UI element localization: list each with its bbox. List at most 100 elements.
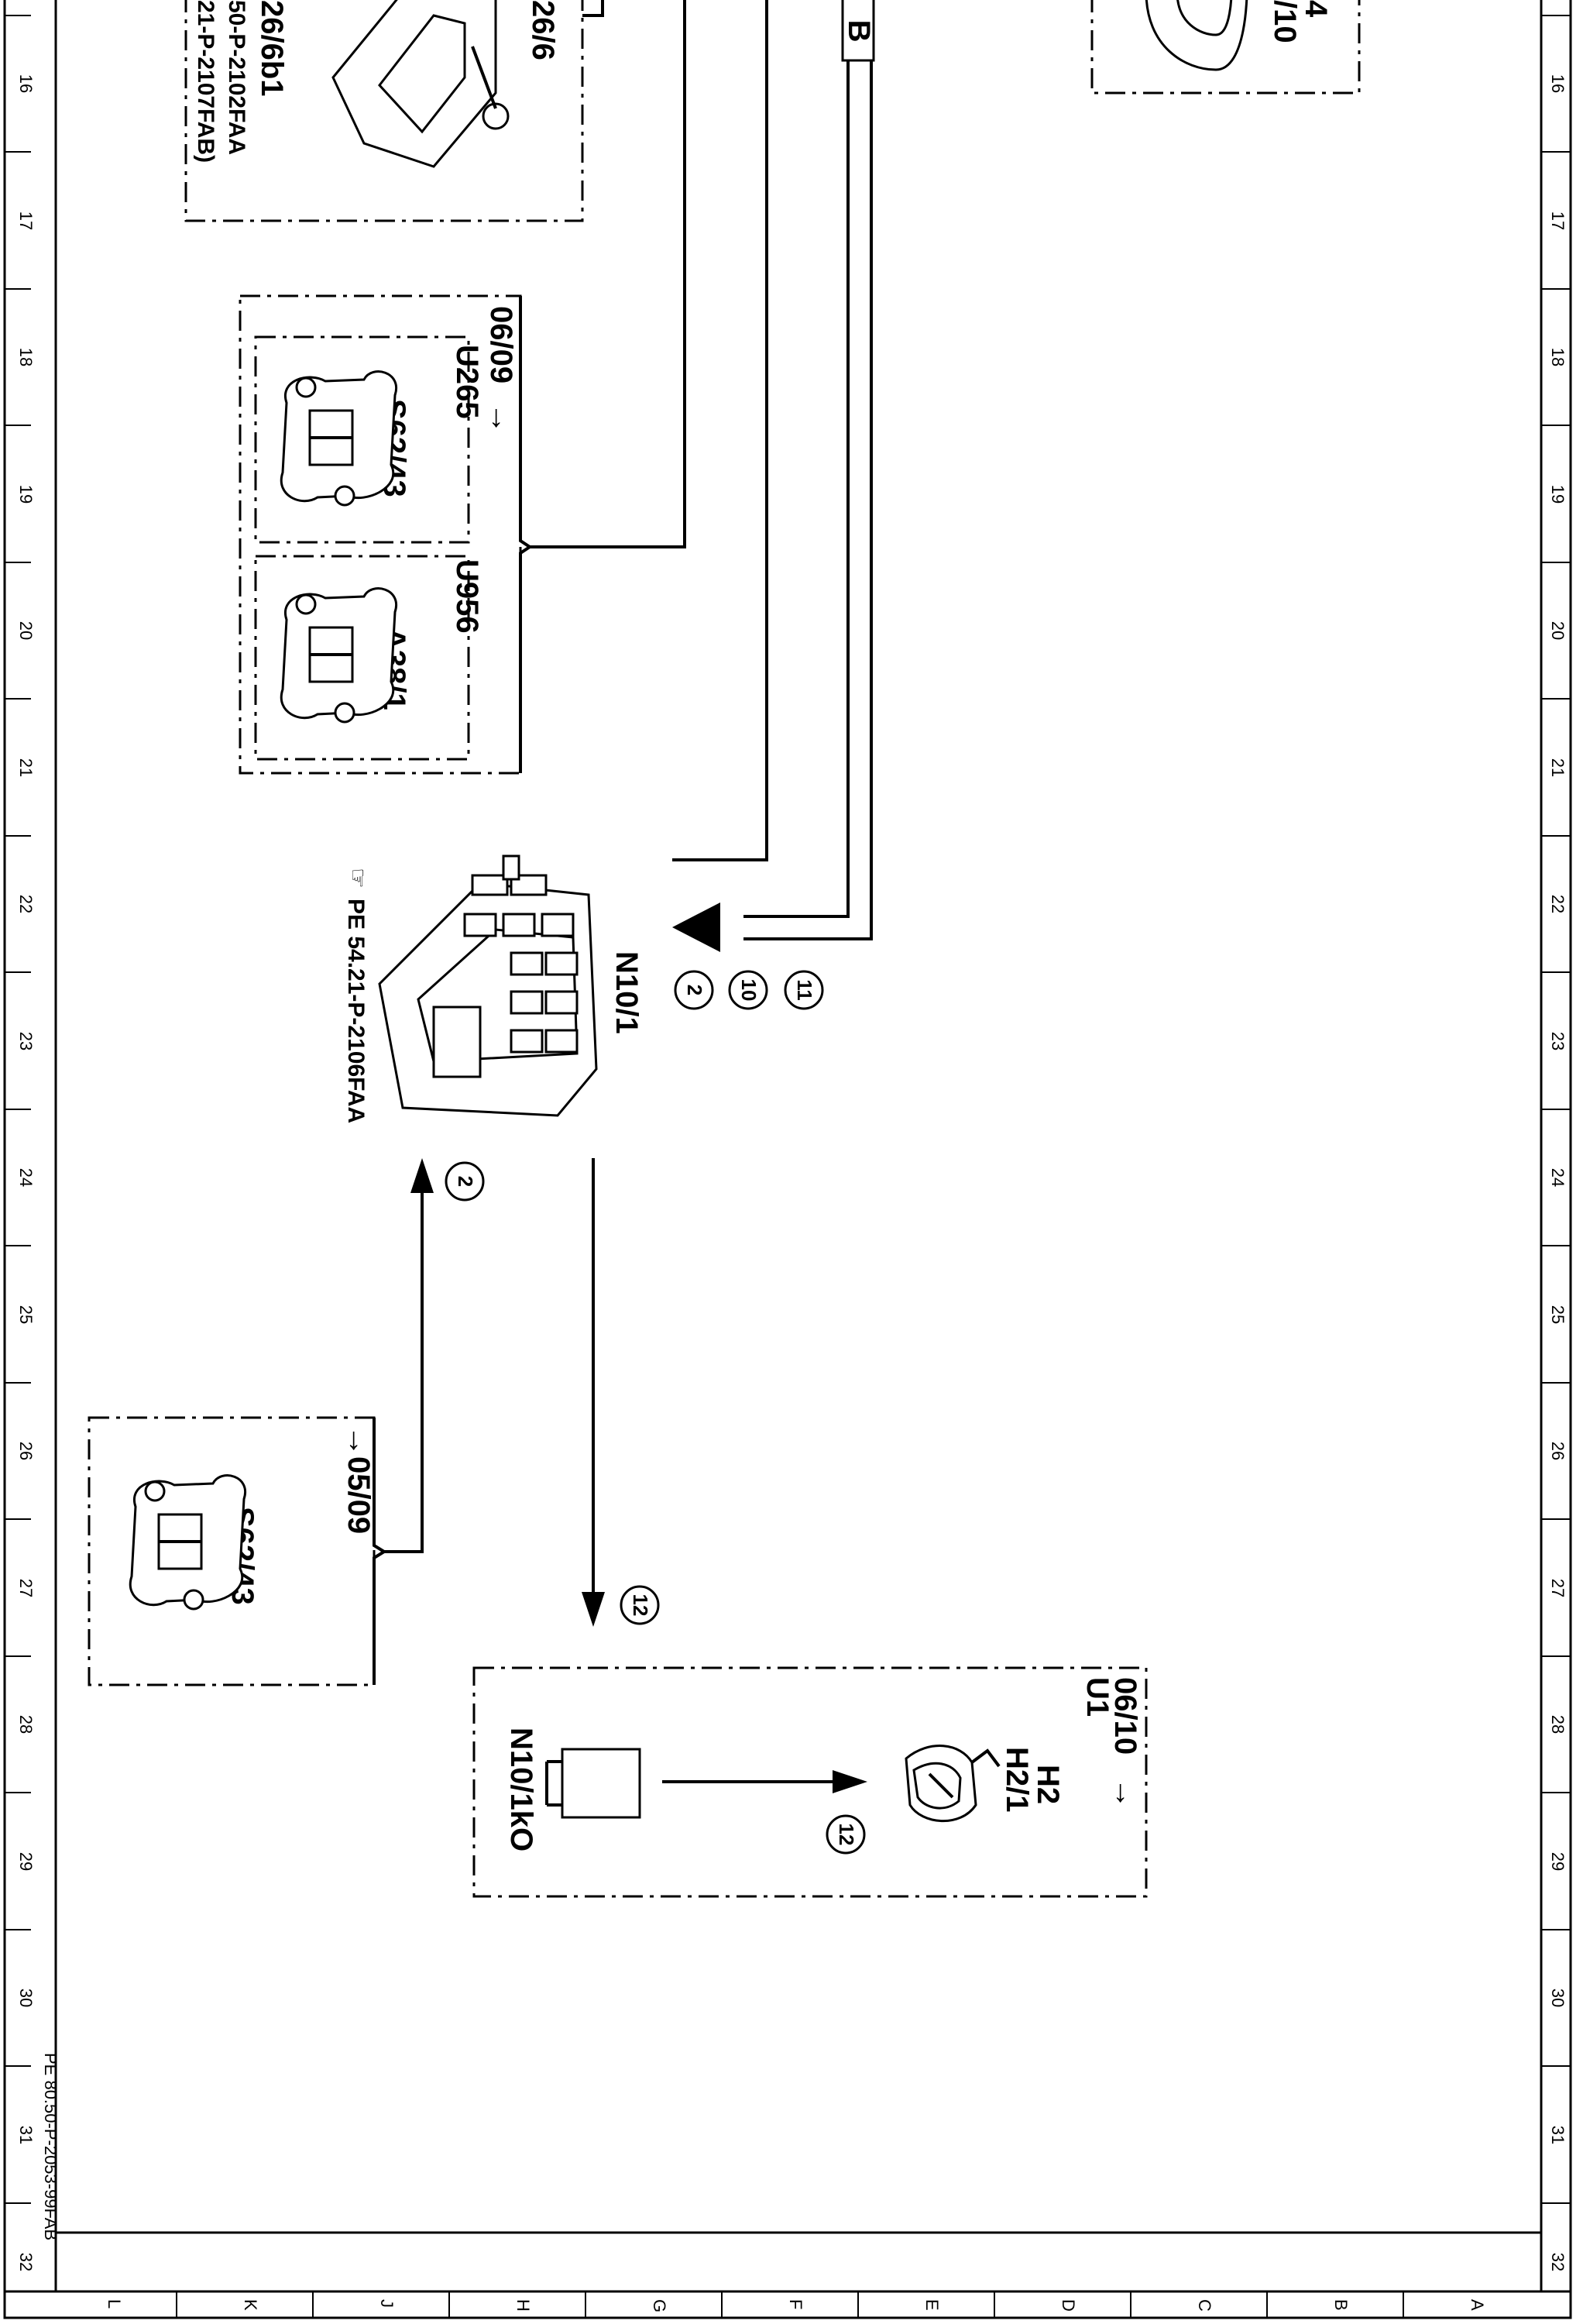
row-label: 18 xyxy=(1548,348,1568,366)
row-label: 24 xyxy=(16,1168,36,1187)
row-label: 32 xyxy=(1548,2253,1568,2271)
row-label: 19 xyxy=(16,485,36,504)
row-label: 26 xyxy=(16,1442,36,1460)
callout-2-module: 2 xyxy=(674,970,714,1010)
column-label: C xyxy=(1195,2299,1214,2312)
group1-date-arrow: → xyxy=(484,403,518,434)
row-label: 28 xyxy=(16,1715,36,1734)
column-label: K xyxy=(241,2299,260,2311)
label-top-right-a: 4 xyxy=(1299,0,1333,18)
row-label: 21 xyxy=(1548,758,1568,777)
row-label: 16 xyxy=(1548,74,1568,93)
column-label: L xyxy=(105,2299,124,2309)
callout-12-bottom: 12 xyxy=(620,1585,660,1625)
switch-icon xyxy=(280,587,398,724)
row-label: 18 xyxy=(16,348,36,366)
document-reference: PE 80.50-P-2053-99FAB xyxy=(41,2053,60,2240)
row-label: 29 xyxy=(16,1852,36,1871)
row-label: 25 xyxy=(16,1305,36,1324)
group3-model: U1 xyxy=(1080,1677,1114,1717)
label-ref-a: 50-P-2102FAA xyxy=(224,0,249,155)
callout-12-bottom-text: 12 xyxy=(629,1594,652,1617)
column-label: A xyxy=(1468,2299,1487,2311)
callout-12-inner-text: 12 xyxy=(835,1824,858,1846)
column-labels: L K J H G F E D C B A xyxy=(105,2299,1487,2312)
row-label: 27 xyxy=(1548,1579,1568,1597)
callout-11-text: 11 xyxy=(793,979,816,1001)
relay-label: N10/1kO xyxy=(504,1728,538,1851)
arrow-down-to-relay xyxy=(582,1592,605,1627)
module-ref-icon: ☞ xyxy=(345,868,370,889)
group2-date: 05/09 xyxy=(342,1456,376,1534)
switch-group-05-09: → 05/09 S62/43 xyxy=(88,1416,387,1686)
row-label: 32 xyxy=(16,2253,36,2271)
row-label: 27 xyxy=(16,1579,36,1597)
horn-group-06-10: 06/10 U1 → H2 H2/1 N10/1kO 12 xyxy=(472,1666,1148,1898)
group3-date-arrow: → xyxy=(1108,1778,1142,1809)
row-label: 19 xyxy=(1548,485,1568,504)
row-label: 28 xyxy=(1548,1715,1568,1734)
callout-12-inner: 12 xyxy=(826,1814,866,1855)
wire-switch2-to-module xyxy=(384,1170,424,1553)
row-label: 25 xyxy=(1548,1305,1568,1324)
group1-date: 06/09 xyxy=(484,306,518,383)
switch-group-06-09: 06/09 → U265 U956 S62/43 A38/1 xyxy=(239,294,533,775)
top-right-component-group: 4 /10 xyxy=(1090,0,1361,95)
arrow-up-to-module xyxy=(410,1158,434,1193)
wire-group1-to-top xyxy=(530,0,686,548)
wires xyxy=(384,0,873,1793)
horn-label-b: H2/1 xyxy=(1000,1747,1034,1813)
row-label: 17 xyxy=(1548,211,1568,230)
wire-label-b-text: B xyxy=(842,20,876,43)
label-top-right-b: /10 xyxy=(1268,0,1302,43)
row-label: 23 xyxy=(1548,1032,1568,1050)
row-label: 31 xyxy=(16,2126,36,2144)
row-label: 31 xyxy=(1548,2126,1568,2144)
column-label: B xyxy=(1331,2299,1351,2311)
row-label: 16 xyxy=(16,74,36,93)
wire-b-upper xyxy=(743,60,873,940)
callout-2-module-text: 2 xyxy=(683,985,706,995)
callout-10: 10 xyxy=(728,970,768,1010)
row-label: 20 xyxy=(16,621,36,640)
drawing-frame xyxy=(3,0,1572,2319)
row-label: 23 xyxy=(16,1032,36,1050)
callout-2-left: 2 xyxy=(445,1161,485,1202)
callout-11: 11 xyxy=(784,970,824,1010)
wire-b-lower xyxy=(743,60,850,918)
column-label: E xyxy=(922,2299,942,2311)
column-label: F xyxy=(786,2299,805,2309)
group2-date-arrow: → xyxy=(342,1425,376,1456)
row-label: 20 xyxy=(1548,621,1568,640)
row-label: 26 xyxy=(1548,1442,1568,1460)
row-labels-right: 16 17 18 19 20 21 22 23 24 25 26 27 28 2… xyxy=(1548,74,1568,2271)
horn-label-a: H2 xyxy=(1031,1765,1065,1804)
top-control-unit-group: 26/6b1 26/6 50-P-2102FAA 21-P-2107FAB) xyxy=(184,0,604,222)
arrow-to-horn xyxy=(833,1770,867,1793)
callout-10-text: 10 xyxy=(737,979,761,1002)
switch-icon xyxy=(129,1474,247,1611)
column-label: G xyxy=(650,2299,669,2312)
column-label: H xyxy=(513,2299,533,2312)
row-labels-left: 16 17 18 19 20 21 22 23 24 25 26 27 28 2… xyxy=(16,74,36,2271)
row-label: 30 xyxy=(16,1989,36,2007)
control-unit-icon xyxy=(331,0,510,168)
group3-date: 06/10 xyxy=(1108,1677,1142,1755)
horn-icon xyxy=(905,1745,1001,1823)
row-label: 30 xyxy=(1548,1989,1568,2007)
switch-icon xyxy=(280,370,398,507)
label-ref-b: 21-P-2107FAB) xyxy=(193,0,218,163)
row-label: 24 xyxy=(1548,1168,1568,1187)
row-label: 21 xyxy=(16,758,36,777)
row-ticks-right xyxy=(1541,15,1571,2204)
column-ticks xyxy=(176,2291,1404,2318)
row-label: 22 xyxy=(16,895,36,913)
wire-top-to-module xyxy=(672,0,768,861)
row-label: 29 xyxy=(1548,1852,1568,1871)
module-n10-1: N10/1 ☞ PE 54.21-P-2106FAA xyxy=(343,854,644,1123)
module-label: N10/1 xyxy=(610,951,644,1034)
column-label: D xyxy=(1059,2299,1078,2312)
row-label: 17 xyxy=(16,211,36,230)
group1-model-b: U956 xyxy=(450,559,484,634)
wire-label-b: B xyxy=(841,0,876,62)
